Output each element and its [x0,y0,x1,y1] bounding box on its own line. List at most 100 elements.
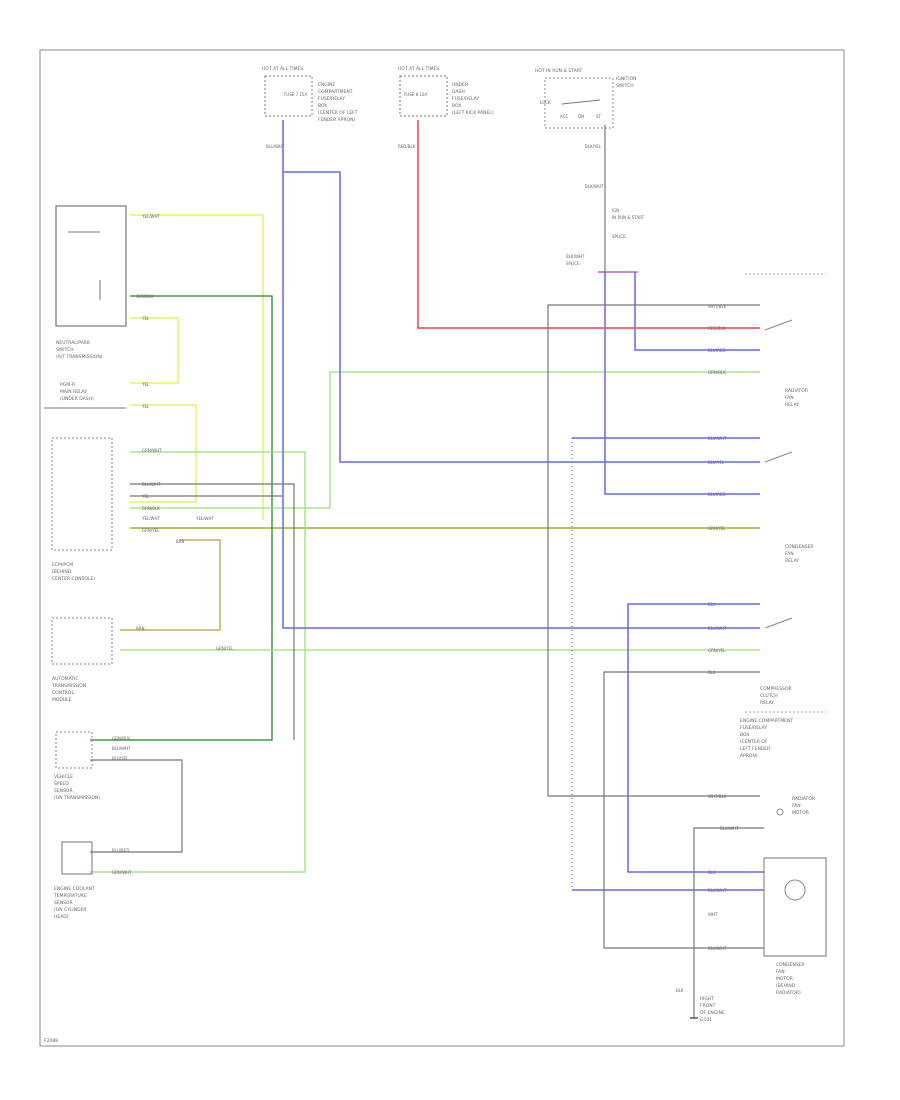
relay-b-label-1: FAN [785,551,794,557]
ignition-wire-0: BLK/YEL [585,144,602,149]
fuse-box-left-frame [264,75,313,117]
fan-control-label-1: FUSE/RELAY [740,725,767,731]
automatic-transmission-label-0: AUTOMATIC [52,676,79,682]
fuse-box-right-desc-3: BOX [452,103,461,109]
ignition-title-0: IGNITION [616,76,637,82]
condenser-motor-frame [763,857,827,957]
wire-gray-1 [130,483,295,740]
automatic-transmission-label-1: TRANSMISSION [51,683,86,689]
wire-tan [120,539,221,631]
relay-b-wire-1: BLU/YEL [708,460,725,465]
condenser-motor-label-3: (BEHIND [776,983,796,989]
fuse-box-left-desc-0: ENGINE [318,82,335,88]
fuse-box-right-desc-4: (LEFT KICK PANEL) [452,110,494,116]
condenser-motor-label-1: FAN [776,969,785,975]
wire-ignition-group [571,125,606,890]
ignition-term-3: ST [596,114,602,119]
pgm-fi-wire-1: YEL [141,404,150,409]
relay-c-wire-3: BLK [708,670,716,675]
fan-control-label-4: LEFT FENDER [740,746,770,752]
ignition-wire-4: SPLICE [612,234,626,239]
neutral-switch-frame [55,205,127,327]
ground-label-2: OF ENGINE [700,1010,725,1016]
fuse-box-right-fuse: FUSE 8 10A [404,92,427,97]
ignition-term-2: ON [578,114,584,119]
relay-b-contact [764,451,793,463]
wire-light-green-group [90,371,760,873]
ecm-pcm-wire-6: GRN/YEL [142,528,160,533]
wire-blue-branch [283,171,760,463]
neutral-switch-wire-1: GRN/BLK [136,294,154,299]
neutral-switch-wire-0: YEL/WHT [141,214,161,219]
wire-yellow-2 [130,317,179,384]
fuse-box-right: HOT AT ALL TIMES FUSE 8 10A UNDER- DASH … [398,66,494,149]
wire-green-blk [90,295,273,741]
ignition-header: HOT IN RUN & START [535,68,583,74]
relay-c-label-2: RELAY [760,700,774,706]
vss: VEHICLE SPEED SENSOR (ON TRANSMISSION) G… [54,731,131,801]
relay-c-wire-2: GRN/YEL [708,648,726,653]
fuse-box-left-header: HOT AT ALL TIMES [262,66,303,72]
ecm-pcm-wire-2: YEL [141,494,150,499]
fuse-box-left-desc-1: COMPARTMENT [318,89,353,95]
fuse-box-left-desc-5: FENDER APRON) [318,117,355,123]
ground-label-0: RIGHT [700,996,714,1002]
ecm-pcm: ECM/PCM (BEHIND CENTER CONSOLE) GRN/WHT … [51,437,215,582]
relay-b-wire-2: BLU/RED [708,492,725,497]
relay-c-wire-1: BLU/WHT [708,626,727,631]
ecm-pcm-wire-3: GRN/BLK [142,506,160,511]
ignition-wire-1: BLK/WHT [585,184,604,189]
pgm-fi-label-1: MAIN RELAY [60,389,87,395]
condenser-motor: BLU BLU/WHT WHT BLU/WHT CONDENSER FAN MO… [708,857,827,996]
radiator-fan-label-2: MOTOR [792,810,809,816]
condenser-motor-label-0: CONDENSER [776,962,805,968]
condenser-motor-label-2: MOTOR [776,976,793,982]
right-relays: WHT/BLK RED/BLK BLU/RED GRN/BLK RADIATOR… [708,273,826,759]
ect-sensor-label-1: TEMPERATURE [53,893,87,899]
ect-sensor: ENGINE COOLANT TEMPERATURE SENSOR (ON CY… [53,841,132,920]
fuse-box-left: HOT AT ALL TIMES FUSE 7 15A ENGINE COMPA… [262,66,358,149]
relay-b-label-0: CONDENSER [785,544,814,550]
fan-control-label-5: APRON) [740,753,758,759]
fan-control-label-3: (CENTER OF [740,739,768,745]
ecm-pcm-label-1: (BEHIND [52,569,72,575]
vss-label-0: VEHICLE [54,774,73,780]
fan-control-label-2: BOX [740,732,749,738]
ignition-frame [544,77,614,129]
wire-gray-3 [547,304,760,797]
wire-blue-6 [627,603,764,873]
ignition-term-0: LOCK [540,100,551,105]
relay-a-contact [764,319,793,331]
vss-wire-0: GRN/BLK [112,736,130,741]
ect-sensor-label-4: HEAD) [54,914,69,920]
figure-code: F2088 [44,1038,58,1044]
relay-b-wire-0: BLU/WHT [708,436,727,441]
relay-a-wire-2: BLU/RED [708,348,725,353]
condenser-motor-label-4: RADIATOR) [776,990,801,996]
relay-a-label-1: FAN [785,395,794,401]
fuse-box-right-desc-1: DASH [452,89,465,95]
relay-a-label-2: RELAY [785,402,799,408]
ecm-pcm-frame [51,437,113,551]
ground: BLK RIGHT FRONT OF ENGINE G101 [676,988,725,1023]
relay-a-label-0: RADIATOR [785,388,808,394]
fuse-box-right-wire: RED/BLK [398,144,416,149]
relay-a-wire-0: WHT/BLK [708,304,727,309]
ignition-wire-6: SPLICE [566,261,580,266]
relay-c-label-1: CLUTCH [760,693,778,699]
pgm-fi-unit: PGM-FI MAIN RELAY (UNDER DASH) YEL YEL [44,382,150,409]
ect-sensor-label-0: ENGINE COOLANT [54,886,95,892]
ground-label-3: G101 [700,1017,712,1023]
fuse-box-right-desc-0: UNDER- [452,82,470,88]
radiator-fan: WHT/BLK BLU/WHT RADIATOR FAN MOTOR [708,794,815,831]
wire-gray-5 [693,827,764,1018]
ignition-title-1: SWITCH [616,83,634,89]
wire-blue-fuse7 [282,120,760,629]
automatic-transmission-frame [51,617,113,665]
wire-gray-4 [603,671,764,949]
vss-label-1: SPEED [54,781,69,787]
ecm-pcm-wire-5: YEL/WHT [195,516,215,521]
relay-a-wire-3: GRN/BLK [708,370,726,375]
fuse-box-left-desc-3: BOX [318,103,327,109]
ignition-wire-5: BLK/WHT [566,254,585,259]
